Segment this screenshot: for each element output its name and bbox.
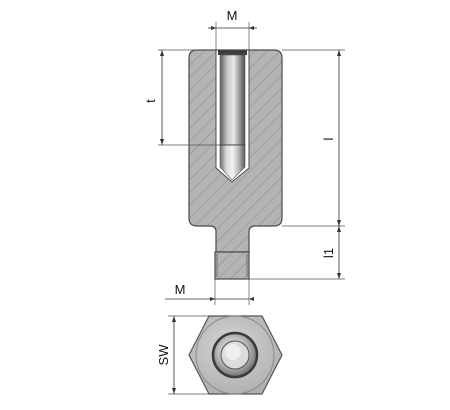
dimension-stud-length: l1 [249,226,345,280]
dimension-wrench-size: SW [156,315,209,395]
label-depth: t [143,99,158,103]
side-view [188,49,283,280]
dimension-depth: t [143,49,220,146]
dimension-thread-top: M [208,8,257,50]
label-length: l [321,137,336,140]
threaded-stud [214,251,250,280]
dimension-thread-bottom: M [165,279,254,305]
label-wrench-size: SW [156,344,171,366]
end-view [188,315,283,395]
dimension-length: l [282,49,345,227]
label-thread-top: M [227,8,238,23]
label-thread-bottom: M [175,282,186,297]
label-stud-length: l1 [321,248,336,258]
